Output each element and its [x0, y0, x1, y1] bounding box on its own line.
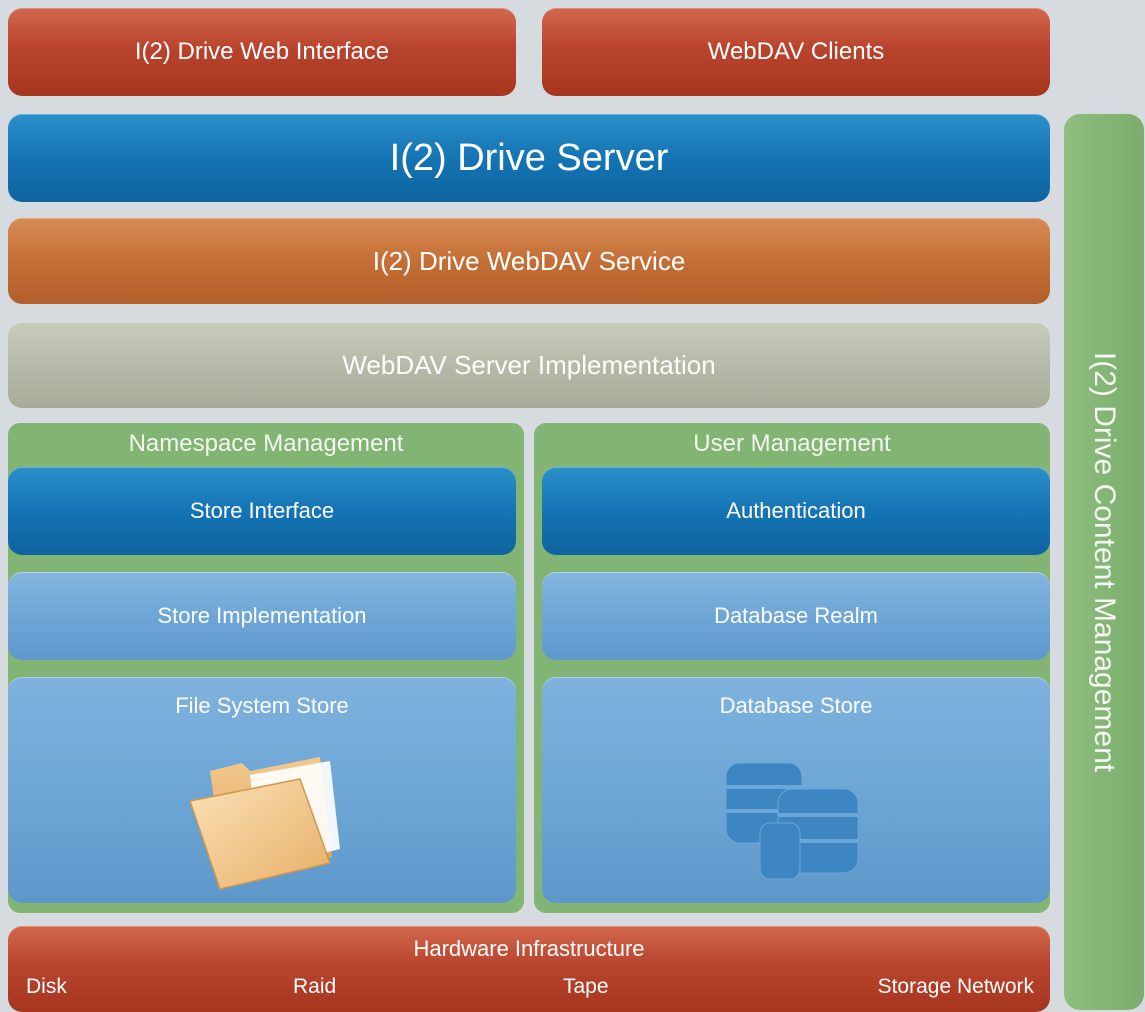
- user-management-title: User Management: [693, 430, 891, 457]
- webdav-service-label: I(2) Drive WebDAV Service: [372, 245, 686, 276]
- hardware-infrastructure-title: Hardware Infrastructure: [413, 936, 645, 961]
- database-store-label: Database Store: [719, 693, 873, 718]
- authentication-block: Authentication: [542, 467, 1050, 555]
- content-management-bar: I(2) Drive Content Management: [1064, 114, 1144, 1010]
- webdav-clients-block: WebDAV Clients: [542, 8, 1050, 96]
- namespace-management-title: Namespace Management: [128, 430, 404, 457]
- drive-server-block: I(2) Drive Server: [8, 114, 1050, 202]
- hardware-item-raid: Raid: [293, 975, 337, 998]
- database-store-block: Database Store: [542, 677, 1050, 903]
- database-realm-label: Database Realm: [714, 603, 878, 628]
- hardware-item-storage-network: Storage Network: [877, 975, 1034, 998]
- hardware-infrastructure-block: Hardware Infrastructure Disk Raid Tape S…: [8, 926, 1050, 1012]
- authentication-label: Authentication: [726, 498, 866, 523]
- webdav-impl-block: WebDAV Server Implementation: [8, 322, 1050, 408]
- webdav-clients-label: WebDAV Clients: [707, 38, 885, 65]
- web-interface-label: I(2) Drive Web Interface: [134, 38, 390, 65]
- drive-server-label: I(2) Drive Server: [389, 136, 669, 179]
- store-interface-label: Store Interface: [189, 498, 335, 523]
- store-implementation-block: Store Implementation: [8, 572, 516, 660]
- hardware-item-tape: Tape: [563, 975, 609, 998]
- store-implementation-label: Store Implementation: [157, 603, 367, 628]
- web-interface-block: I(2) Drive Web Interface: [8, 8, 516, 96]
- database-realm-block: Database Realm: [542, 572, 1050, 660]
- hardware-item-disk: Disk: [26, 975, 67, 998]
- webdav-impl-label: WebDAV Server Implementation: [342, 349, 716, 380]
- database-icon: [725, 762, 859, 880]
- file-system-store-label: File System Store: [175, 693, 349, 718]
- webdav-service-block: I(2) Drive WebDAV Service: [8, 218, 1050, 304]
- folder-icon: [189, 757, 340, 890]
- content-management-label: I(2) Drive Content Management: [1088, 351, 1121, 773]
- store-interface-block: Store Interface: [8, 467, 516, 555]
- file-system-store-block: File System Store: [8, 677, 516, 903]
